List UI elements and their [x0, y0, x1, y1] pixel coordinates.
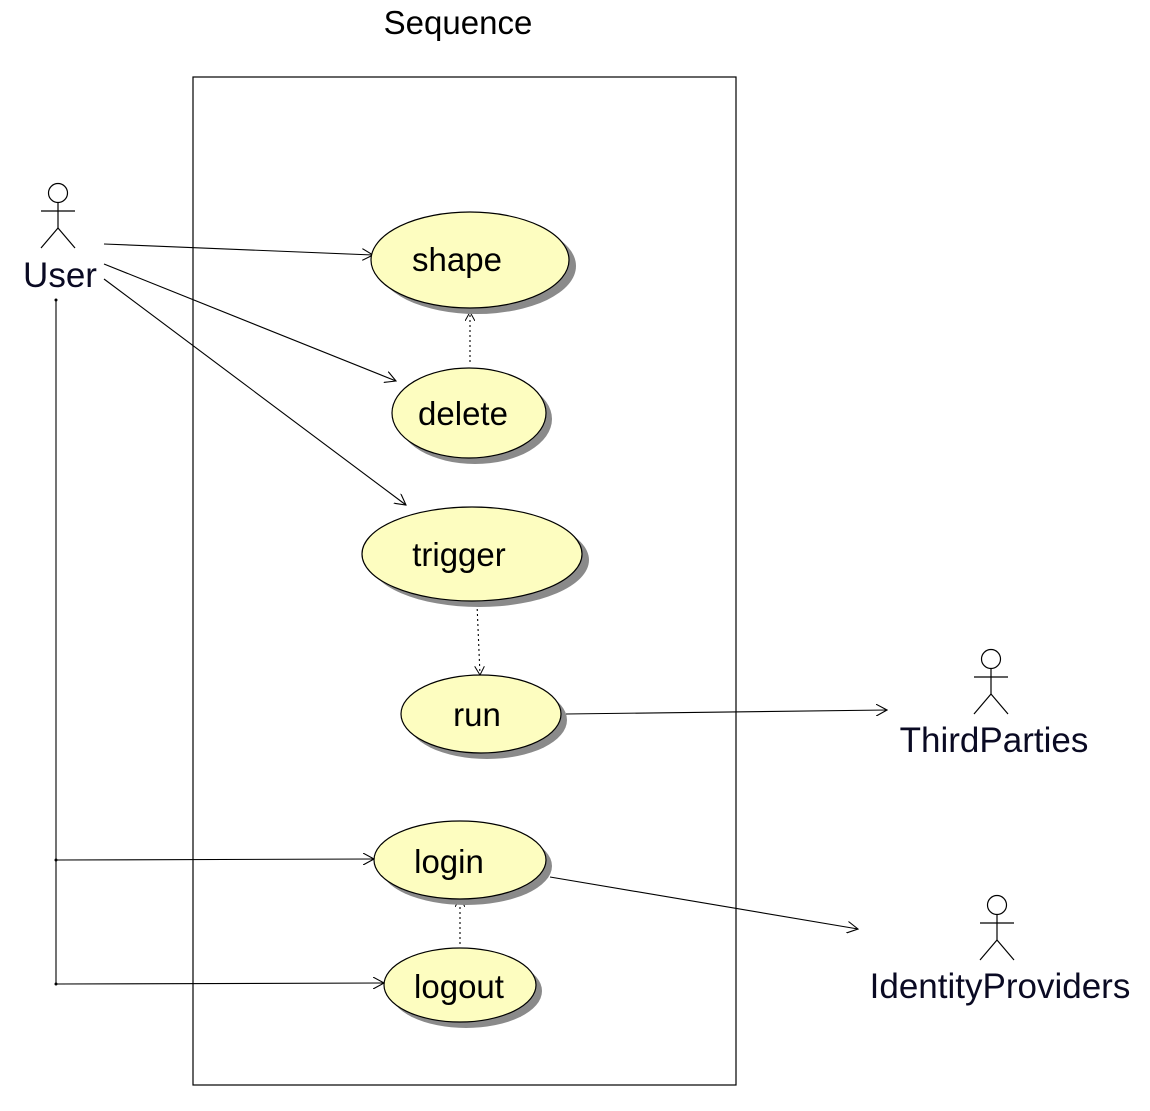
usecase-logout-ellipse [383, 947, 537, 1023]
usecase-login-label: login [414, 843, 484, 880]
actor-user-label: User [23, 256, 97, 295]
assoc-user-delete [103, 263, 396, 381]
dep-trigger-run [477, 603, 480, 675]
usecase-logout-label: logout [414, 968, 504, 1005]
system-title: Sequence [384, 4, 533, 41]
assoc-user-login [55, 859, 374, 860]
usecase-trigger[interactable]: trigger [361, 506, 589, 607]
usecase-trigger-ellipse [361, 506, 583, 602]
system-boundary [192, 76, 737, 1086]
actor-identity-providers[interactable]: IdentityProviders [870, 894, 1131, 1007]
usecase-delete-label: delete [418, 395, 508, 432]
usecase-run-ellipse [400, 674, 562, 754]
actor-third-parties-label: ThirdParties [900, 721, 1089, 760]
usecase-delete[interactable]: delete [391, 367, 552, 464]
usecase-shape-label: shape [412, 241, 502, 278]
usecase-run-label: run [453, 696, 501, 733]
usecase-login[interactable]: login [373, 820, 552, 905]
assoc-user-logout [55, 983, 384, 984]
assoc-user-shape [103, 243, 373, 255]
actor-user[interactable]: User [23, 182, 97, 296]
usecase-delete-ellipse [391, 367, 547, 459]
usecase-shape-ellipse [370, 211, 570, 309]
usecase-trigger-label: trigger [412, 536, 506, 573]
usecase-logout[interactable]: logout [383, 947, 542, 1028]
actor-user-icon [40, 182, 76, 249]
user-branch-start-dot [54, 298, 58, 302]
usecase-login-ellipse [373, 820, 547, 900]
actor-third-parties-icon [973, 648, 1009, 715]
usecase-shape[interactable]: shape [370, 211, 576, 314]
assoc-run-third-parties [565, 710, 887, 714]
actor-identity-providers-label: IdentityProviders [870, 967, 1131, 1006]
actor-identity-providers-icon [979, 894, 1015, 961]
usecase-run[interactable]: run [400, 674, 567, 759]
assoc-login-identity-providers [549, 876, 858, 929]
assoc-user-trigger [103, 278, 406, 505]
actor-third-parties[interactable]: ThirdParties [900, 648, 1089, 761]
